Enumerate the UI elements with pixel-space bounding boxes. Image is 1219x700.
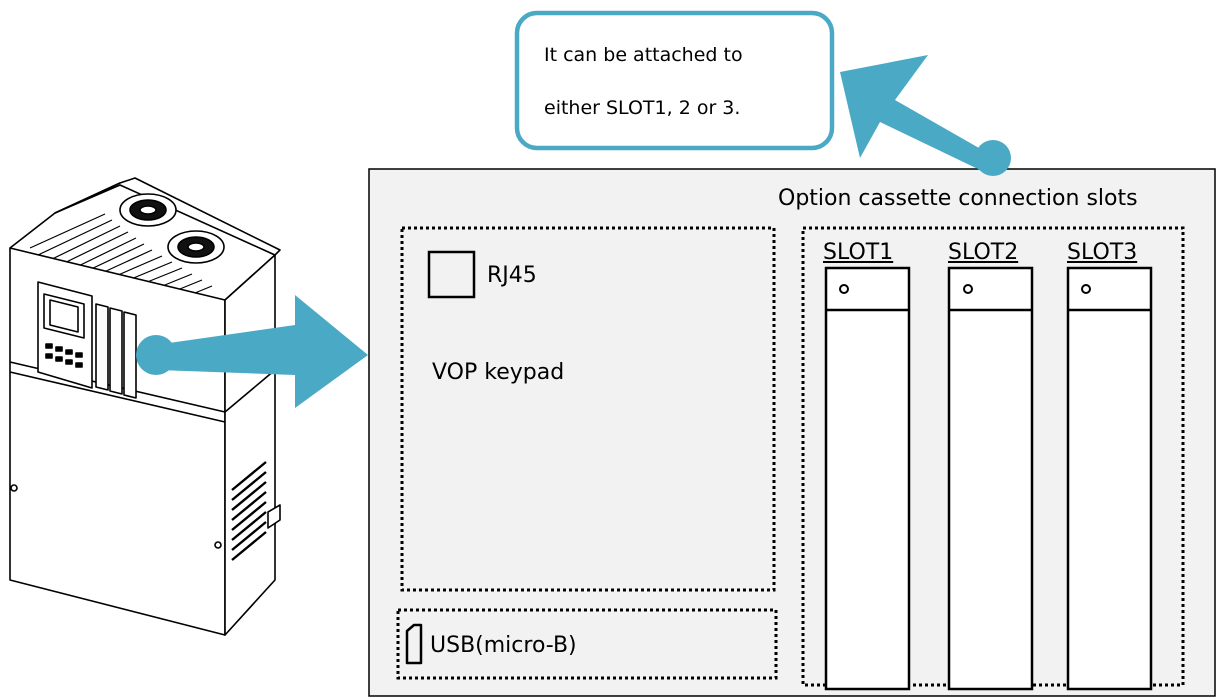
keypad-area bbox=[400, 226, 776, 592]
inverter-device-illustration bbox=[9, 177, 281, 636]
callout-line-1: It can be attached to bbox=[544, 44, 743, 66]
slot-2 bbox=[947, 266, 1034, 691]
slot-2-label: SLOT2 bbox=[948, 240, 1019, 265]
callout-box bbox=[514, 10, 835, 151]
usb-label: USB(micro-B) bbox=[430, 633, 577, 658]
slots-title: Option cassette connection slots bbox=[778, 186, 1138, 211]
callout-line-2: either SLOT1, 2 or 3. bbox=[544, 97, 741, 119]
slot-3-label: SLOT3 bbox=[1067, 240, 1138, 265]
pointer-arrow bbox=[136, 295, 368, 408]
slot-1 bbox=[824, 266, 911, 691]
usb-port-icon bbox=[405, 623, 423, 665]
rj45-label: RJ45 bbox=[487, 263, 537, 288]
vop-keypad-label: VOP keypad bbox=[432, 360, 565, 385]
slot-1-label: SLOT1 bbox=[823, 240, 894, 265]
callout-arrow bbox=[840, 55, 1011, 176]
slot-3 bbox=[1066, 266, 1153, 691]
usb-area bbox=[396, 608, 778, 680]
rj45-port-icon bbox=[427, 250, 476, 299]
